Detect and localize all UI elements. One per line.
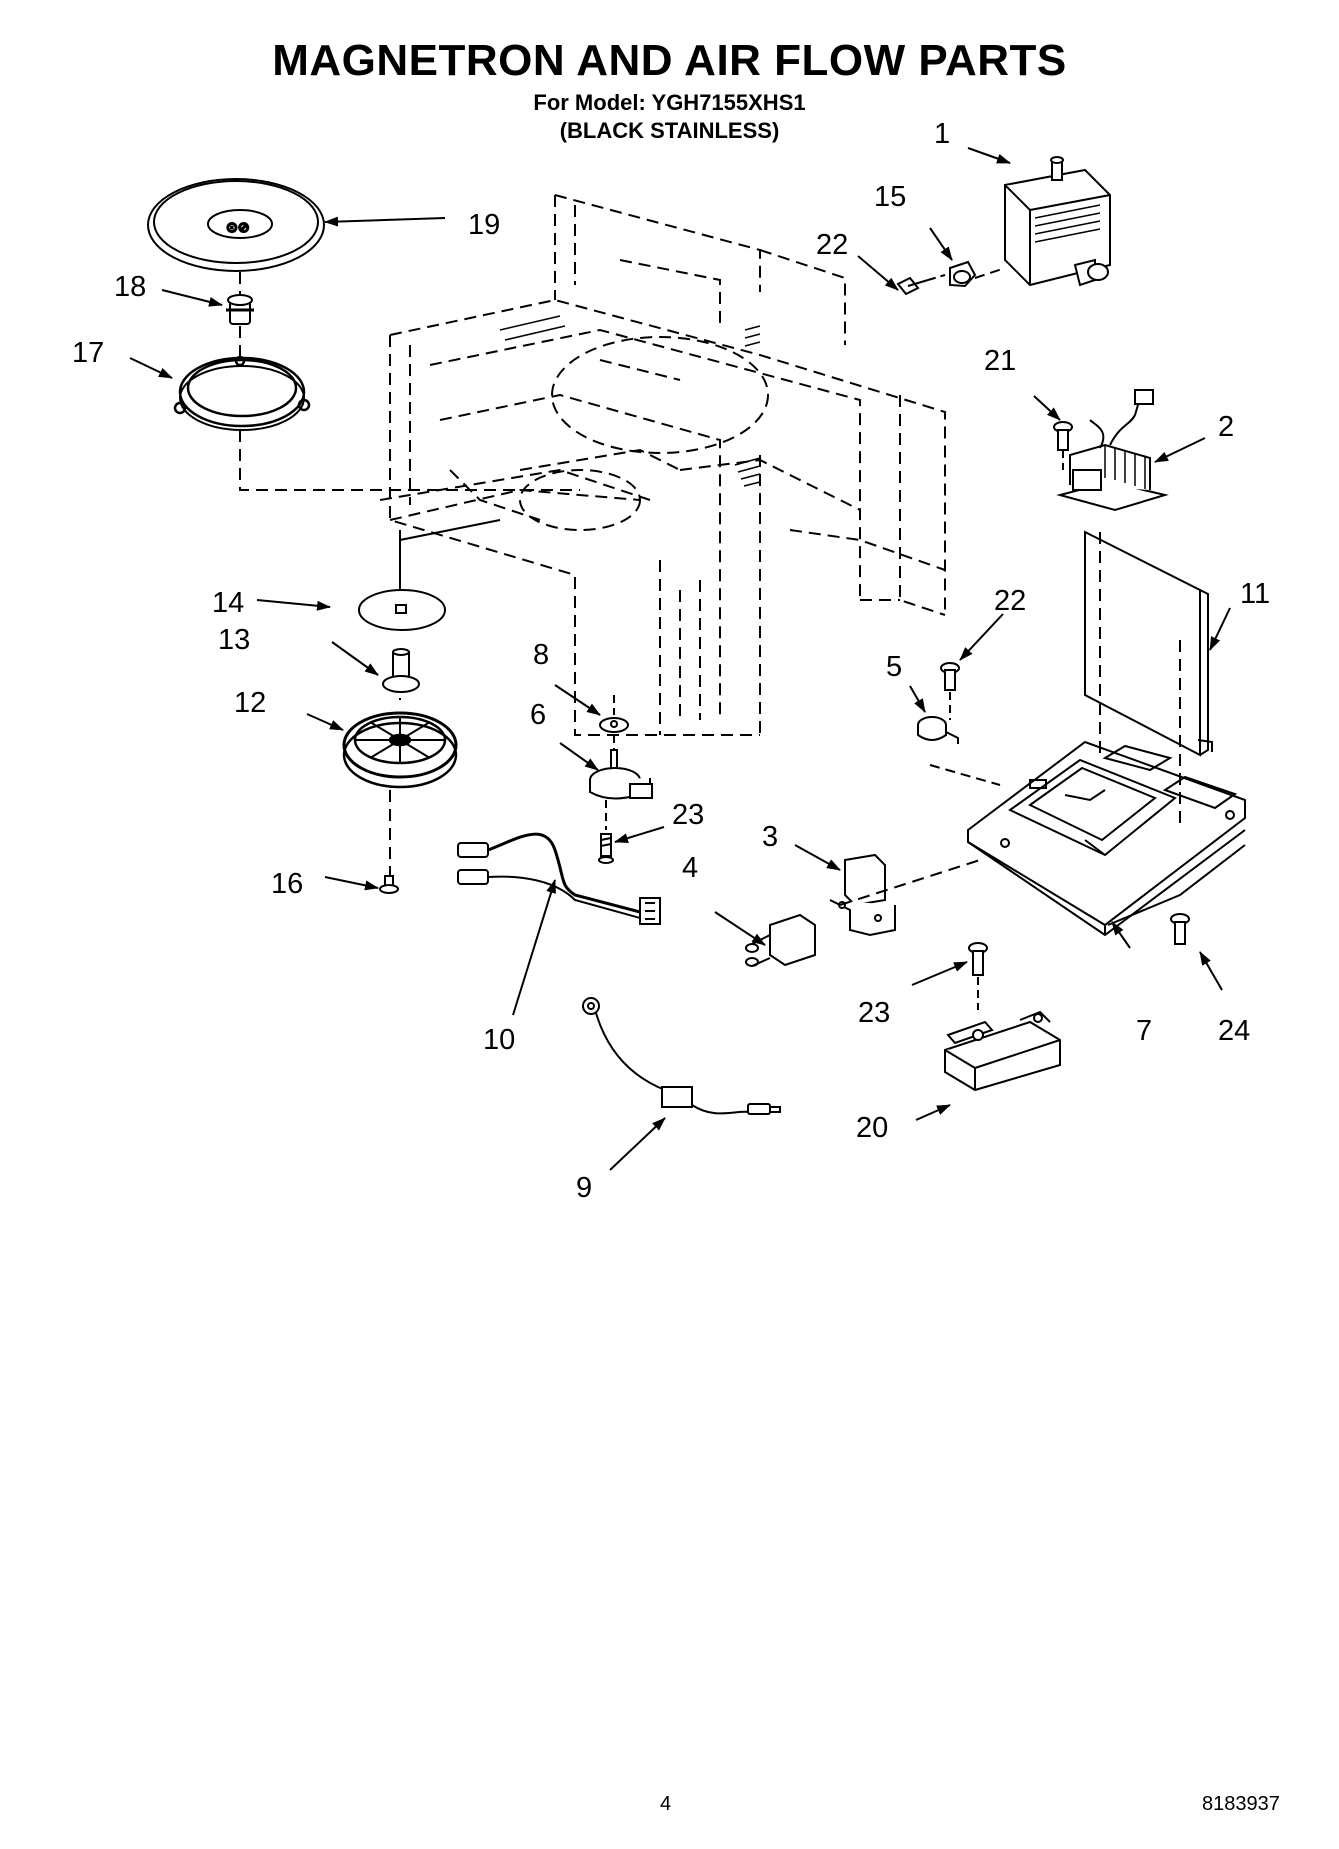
- leader-arrows: [129, 147, 1231, 1171]
- callout-19: 19: [468, 209, 500, 241]
- screw-24: [1170, 913, 1190, 945]
- cabinet-outline: [379, 194, 946, 736]
- magnetron-1: [1004, 156, 1111, 287]
- coupler-18: [226, 294, 254, 325]
- callout-14: 14: [212, 587, 244, 619]
- callout-21: 21: [984, 345, 1016, 377]
- fan-motor-6: [589, 749, 653, 800]
- stirrer-plate-14: [358, 589, 446, 631]
- callout-17: 17: [72, 337, 104, 369]
- screw-23-center: [598, 833, 614, 864]
- callout-1: 1: [934, 118, 950, 150]
- turntable-guide-lines: [239, 272, 580, 880]
- capacitor-4: [745, 913, 816, 967]
- callout-10: 10: [483, 1024, 515, 1056]
- callout-4: 4: [682, 852, 698, 884]
- callout-24: 24: [1218, 1015, 1250, 1047]
- turntable-tray-19: ⊙⊘: [147, 178, 325, 272]
- cabinet-hatching: [499, 315, 761, 487]
- screw-16: [379, 875, 399, 894]
- callout-22-right: 22: [994, 585, 1026, 617]
- washer-8: [599, 717, 629, 733]
- callout-8: 8: [533, 639, 549, 671]
- roller-ring-17: [173, 355, 311, 431]
- callout-23-right: 23: [858, 997, 890, 1029]
- callout-6: 6: [530, 699, 546, 731]
- callout-15: 15: [874, 181, 906, 213]
- callout-3: 3: [762, 821, 778, 853]
- callout-2: 2: [1218, 411, 1234, 443]
- shaft-13: [382, 648, 420, 693]
- screw-23-right: [968, 942, 988, 976]
- callout-23-center: 23: [672, 799, 704, 831]
- svg-text:⊙⊘: ⊙⊘: [226, 219, 249, 235]
- screw-22-top: [896, 276, 929, 296]
- callout-20: 20: [856, 1112, 888, 1144]
- callout-labels: 1 2 3 4 5 6 7 8 9 10 11 12 13 14 15 16 1…: [72, 118, 1270, 1204]
- screw-21: [1053, 421, 1073, 451]
- callout-11: 11: [1240, 578, 1270, 610]
- screw-22-right: [940, 662, 960, 691]
- page-number: 4: [660, 1793, 672, 1815]
- callout-18: 18: [114, 271, 146, 303]
- fan-blade-12: [342, 711, 458, 789]
- color-line: (BLACK STAINLESS): [559, 118, 780, 143]
- callout-22-top: 22: [816, 229, 848, 261]
- thermostat-15: [949, 260, 977, 288]
- bracket-3: [829, 853, 896, 937]
- drive-shaft-line: [399, 519, 501, 605]
- shield-plate-11: [1084, 530, 1213, 757]
- model-line: For Model: YGH7155XHS1: [533, 90, 806, 115]
- callout-16: 16: [271, 868, 303, 900]
- callout-12: 12: [234, 687, 266, 719]
- callout-7: 7: [1136, 1015, 1152, 1047]
- callout-9: 9: [576, 1172, 592, 1204]
- wire-harness-10: [457, 832, 661, 925]
- thermostat-5: [917, 716, 959, 744]
- callout-13: 13: [218, 624, 250, 656]
- page-title: MAGNETRON AND AIR FLOW PARTS: [272, 36, 1067, 85]
- callout-5: 5: [886, 651, 902, 683]
- base-plate-7: [967, 740, 1246, 937]
- document-number: 8183937: [1202, 1793, 1280, 1815]
- ground-wire-9: [582, 997, 781, 1115]
- transformer-2: [1056, 389, 1169, 512]
- diode-20: [944, 1010, 1061, 1092]
